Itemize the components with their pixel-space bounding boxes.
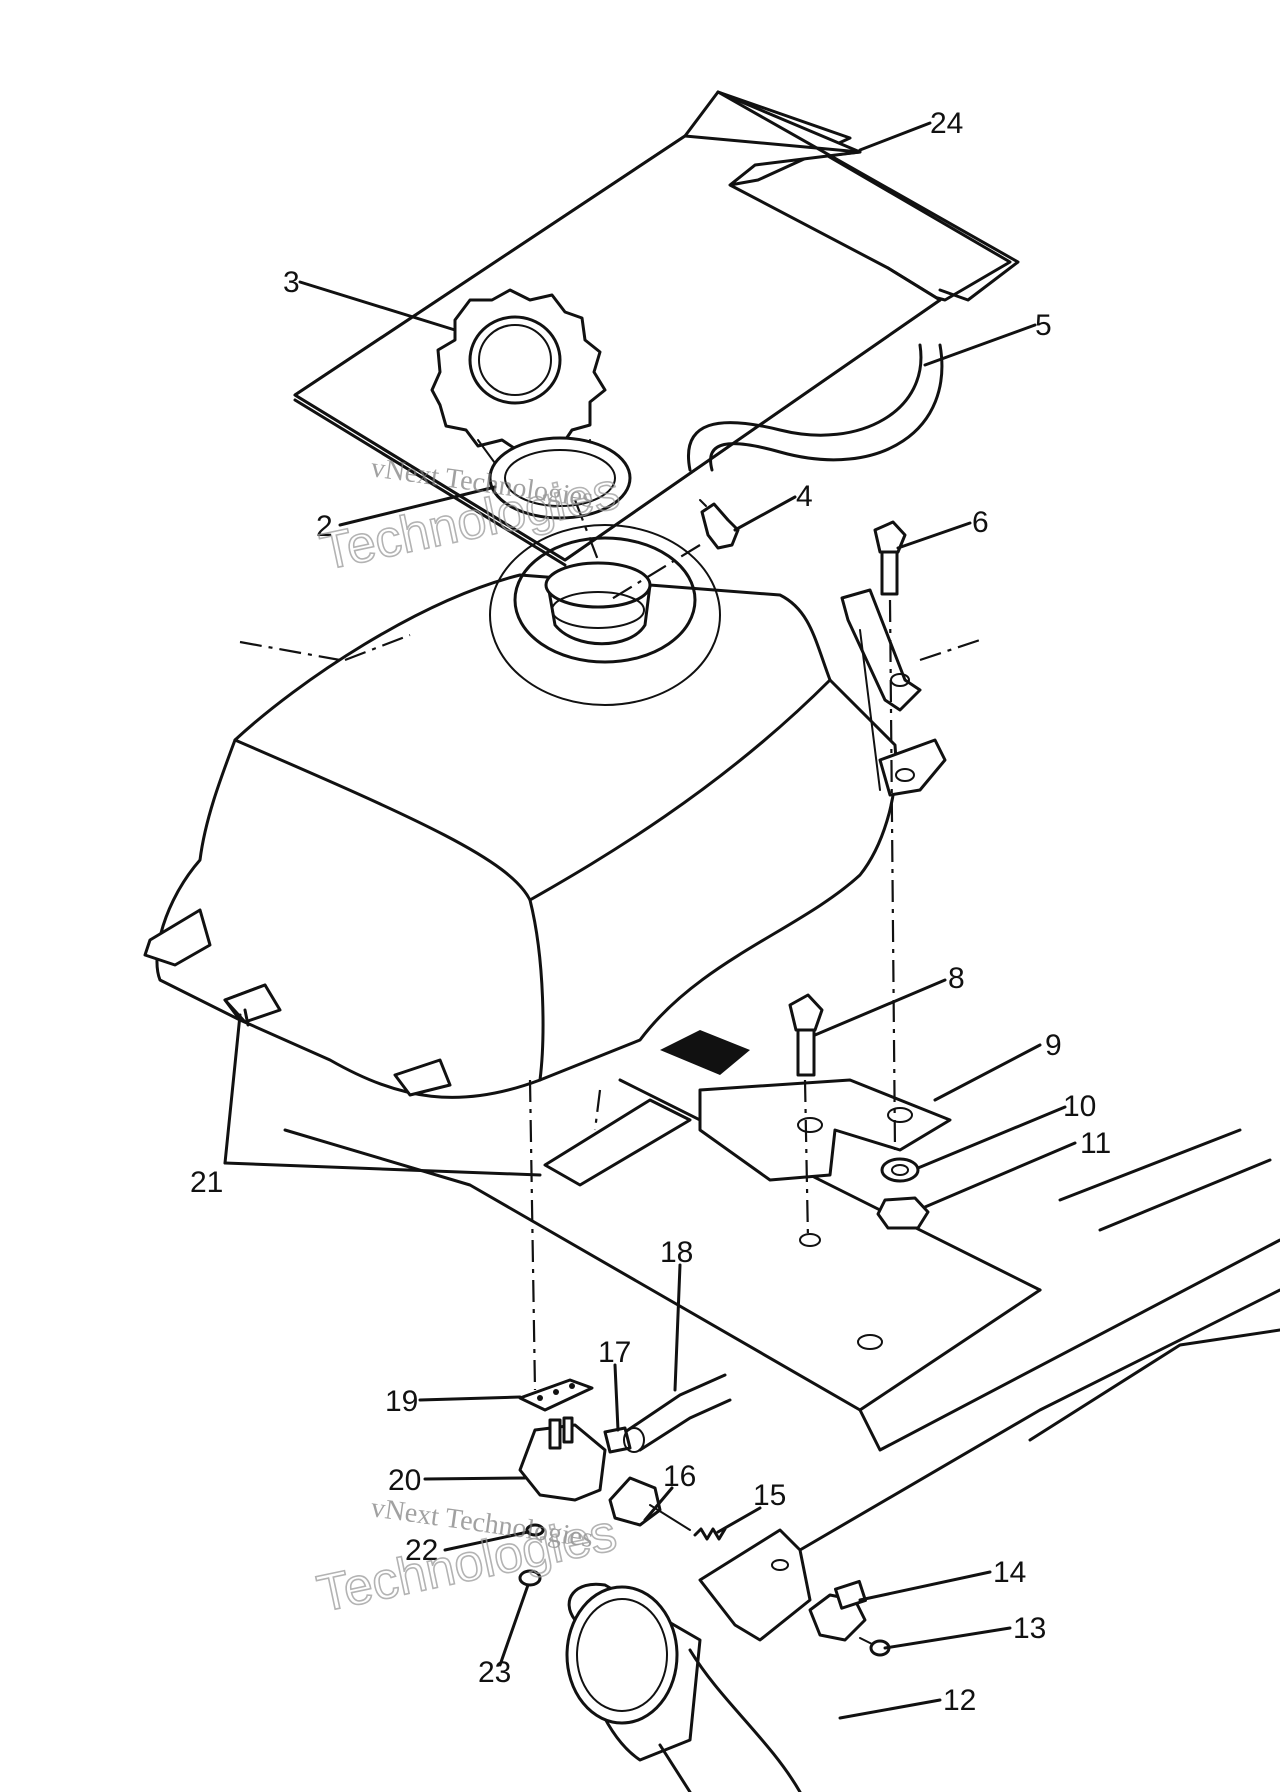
part-21-pads xyxy=(223,983,692,1187)
callout-24: 24 xyxy=(930,107,963,140)
callout-13: 13 xyxy=(1013,1612,1046,1645)
part-15-spring xyxy=(693,1527,727,1541)
callout-15: 15 xyxy=(753,1479,786,1512)
callout-5: 5 xyxy=(1035,309,1052,342)
part-2-gasket xyxy=(488,436,632,520)
part-5-vent-hose xyxy=(687,343,944,472)
callout-23: 23 xyxy=(478,1656,511,1689)
alignment-lines xyxy=(239,499,981,1391)
part-11-nut xyxy=(876,1196,930,1230)
callout-6: 6 xyxy=(972,506,989,539)
callout-17: 17 xyxy=(598,1336,631,1369)
part-9-bracket xyxy=(698,1078,952,1182)
callout-9: 9 xyxy=(1045,1029,1062,1062)
part-12-bracket-tube xyxy=(565,1528,812,1792)
leader-lines xyxy=(223,121,1077,1720)
part-20-petcock xyxy=(518,1416,607,1502)
part-24-seat-plate xyxy=(293,90,1020,567)
callout-11: 11 xyxy=(1080,1127,1111,1160)
part-8-bolt xyxy=(788,993,824,1077)
part-4-elbow-fitting xyxy=(699,499,740,550)
part-13-screw xyxy=(859,1637,891,1657)
watermark-top: vNext Technologies Technologies xyxy=(315,452,626,582)
frame-cross-member xyxy=(283,1078,1280,1552)
callout-labels: 24 3 5 4 2 6 8 9 10 11 21 18 17 19 16 20… xyxy=(190,107,1111,1717)
callout-10: 10 xyxy=(1063,1090,1096,1123)
part-14-lever-knob xyxy=(808,1579,867,1642)
callout-12: 12 xyxy=(943,1684,976,1717)
callout-14: 14 xyxy=(993,1556,1026,1589)
callout-3: 3 xyxy=(283,266,300,299)
callout-2: 2 xyxy=(316,510,333,543)
callout-19: 19 xyxy=(385,1385,418,1418)
callout-22: 22 xyxy=(405,1534,438,1567)
part-22-washer xyxy=(525,1523,545,1537)
callout-18: 18 xyxy=(660,1236,693,1269)
part-23-screw xyxy=(518,1569,542,1587)
callout-4: 4 xyxy=(796,480,813,513)
part-18-fuel-line xyxy=(623,1373,732,1453)
part-6-bolt xyxy=(873,520,907,596)
callout-21: 21 xyxy=(190,1166,223,1199)
callout-20: 20 xyxy=(388,1464,421,1497)
part-16-knob xyxy=(608,1476,691,1531)
callout-16: 16 xyxy=(663,1460,696,1493)
part-10-washer xyxy=(880,1157,920,1183)
part-19-plate xyxy=(518,1378,594,1412)
callout-8: 8 xyxy=(948,962,965,995)
